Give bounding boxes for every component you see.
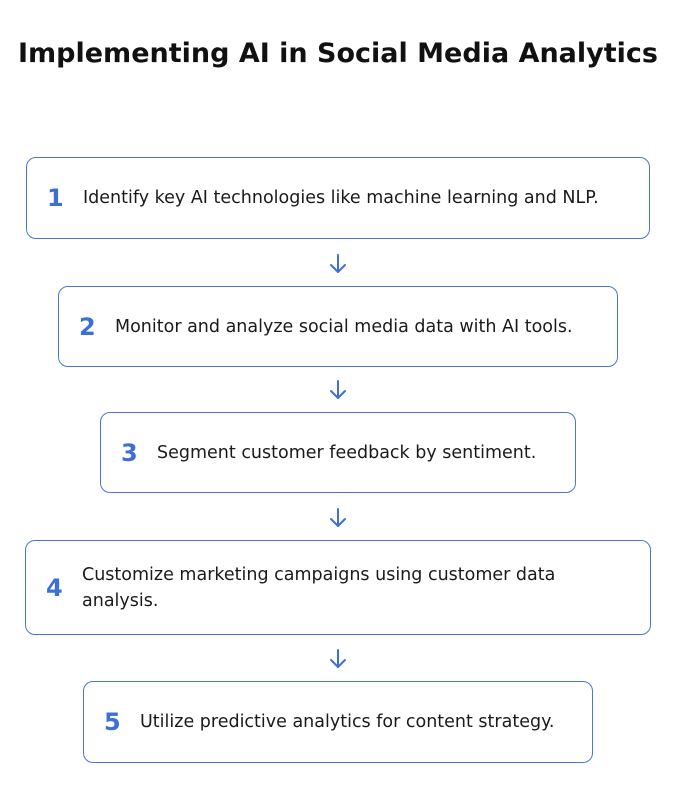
step-2-box: 2 Monitor and analyze social media data … bbox=[58, 286, 618, 367]
step-3-box: 3 Segment customer feedback by sentiment… bbox=[100, 412, 576, 493]
step-4-box: 4 Customize marketing campaigns using cu… bbox=[25, 540, 651, 635]
step-3-text: Segment customer feedback by sentiment. bbox=[157, 442, 537, 463]
step-2-number: 2 bbox=[79, 312, 96, 341]
step-4-text: Customize marketing campaigns using cust… bbox=[82, 564, 556, 611]
step-5-text: Utilize predictive analytics for content… bbox=[140, 712, 555, 732]
arrow-down-icon bbox=[330, 649, 346, 668]
arrow-down-icon bbox=[330, 380, 346, 399]
diagram-title: Implementing AI in Social Media Analytic… bbox=[17, 38, 658, 69]
step-1-box: 1 Identify key AI technologies like mach… bbox=[26, 157, 650, 239]
arrow-down-icon bbox=[330, 254, 346, 273]
step-1-number: 1 bbox=[47, 184, 64, 212]
step-2-text: Monitor and analyze social media data wi… bbox=[115, 316, 573, 337]
step-5-box: 5 Utilize predictive analytics for conte… bbox=[83, 681, 593, 763]
step-5-number: 5 bbox=[104, 708, 121, 736]
step-3-number: 3 bbox=[121, 438, 138, 467]
arrow-down-icon bbox=[330, 508, 346, 527]
step-4-number: 4 bbox=[46, 573, 63, 602]
step-1-text: Identify key AI technologies like machin… bbox=[83, 188, 599, 208]
